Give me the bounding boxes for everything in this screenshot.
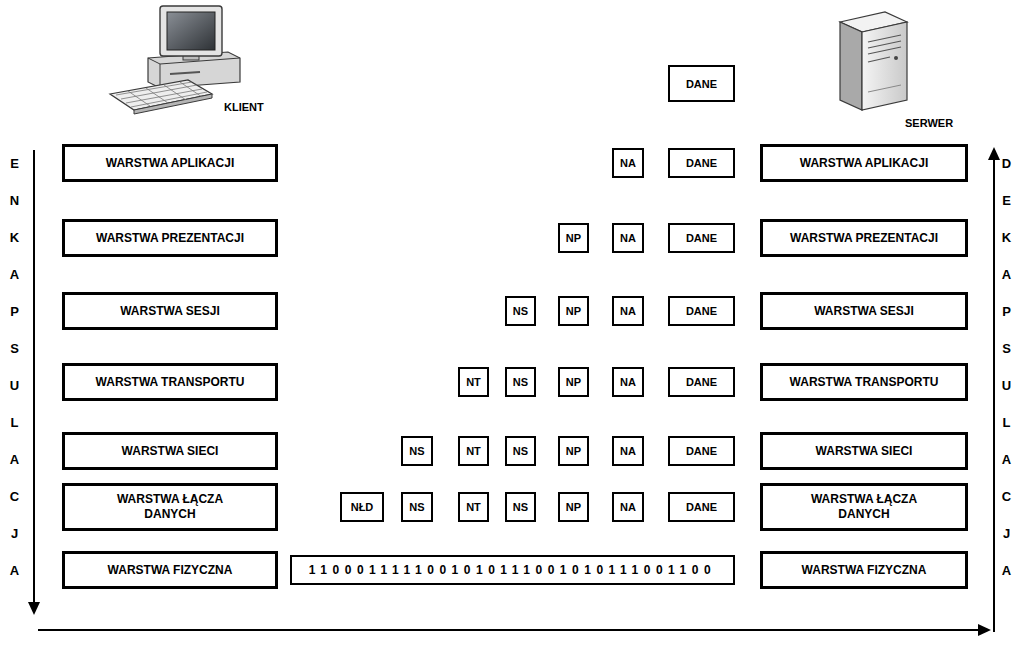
box-text: NA	[620, 445, 636, 457]
data-box: DANE	[668, 367, 735, 397]
box-text: NP	[566, 232, 581, 244]
box-text: WARSTWA ŁĄCZA DANYCH	[804, 492, 924, 522]
box-text: WARSTWA APLIKACJI	[106, 156, 234, 171]
header-box: NA	[612, 296, 644, 326]
box-text: WARSTWA SESJI	[814, 304, 914, 319]
osi-layer-box: WARSTWA PREZENTACJI	[760, 219, 968, 257]
box-text: DANE	[686, 501, 717, 513]
box-text: NT	[466, 376, 481, 388]
header-box: NT	[458, 367, 489, 397]
arrow-head	[978, 624, 991, 636]
osi-layer-box: WARSTWA TRANSPORTU	[62, 363, 278, 401]
computer-icon	[110, 6, 240, 114]
data-box: DANE	[668, 296, 735, 326]
box-text: NP	[566, 305, 581, 317]
box-text: WARSTWA SIECI	[816, 444, 913, 459]
box-text: NŁD	[351, 501, 374, 513]
box-text: DANE	[686, 376, 717, 388]
bitstream-box: 1100011111001010111001010111001100	[290, 555, 735, 585]
box-text: NP	[566, 445, 581, 457]
host-label: KLIENT	[224, 101, 264, 113]
box-text: DANE	[686, 232, 717, 244]
osi-layer-box: WARSTWA ŁĄCZA DANYCH	[760, 483, 968, 531]
header-box: NS	[401, 492, 433, 522]
box-text: NS	[513, 445, 528, 457]
box-text: NA	[620, 232, 636, 244]
box-text: NP	[566, 376, 581, 388]
box-text: NT	[466, 501, 481, 513]
box-text: WARSTWA PREZENTACJI	[790, 231, 938, 246]
header-box: NS	[505, 296, 536, 326]
box-text: WARSTWA TRANSPORTU	[790, 375, 939, 390]
osi-layer-box: WARSTWA TRANSPORTU	[760, 363, 968, 401]
header-box: NA	[612, 223, 644, 253]
box-text: WARSTWA FIZYCZNA	[802, 563, 927, 578]
data-box: DANE	[668, 492, 735, 522]
box-text: WARSTWA ŁĄCZA DANYCH	[110, 492, 230, 522]
osi-layer-box: WARSTWA APLIKACJI	[760, 144, 968, 182]
box-text: WARSTWA PREZENTACJI	[96, 231, 244, 246]
header-box: NT	[458, 436, 489, 466]
data-box: DANE	[668, 148, 735, 178]
box-text: NS	[513, 376, 528, 388]
box-text: DANE	[686, 305, 717, 317]
box-text: NS	[409, 445, 424, 457]
box-text: WARSTWA APLIKACJI	[800, 156, 928, 171]
box-text: DANE	[686, 78, 717, 90]
box-text: NA	[620, 305, 636, 317]
arrow-head	[28, 602, 40, 615]
header-box: NS	[505, 367, 536, 397]
header-box: NP	[558, 367, 589, 397]
data-box: DANE	[668, 65, 735, 102]
box-text: NA	[620, 157, 636, 169]
box-text: WARSTWA SESJI	[120, 304, 220, 319]
process-label: DEKAPSULACJA	[1000, 145, 1013, 589]
osi-layer-box: WARSTWA SIECI	[62, 432, 278, 470]
header-box: NA	[612, 367, 644, 397]
osi-layer-box: WARSTWA SESJI	[62, 292, 278, 330]
box-text: DANE	[686, 157, 717, 169]
header-box: NA	[612, 436, 644, 466]
header-box: NA	[612, 492, 644, 522]
box-text: WARSTWA FIZYCZNA	[108, 563, 233, 578]
osi-layer-box: WARSTWA APLIKACJI	[62, 144, 278, 182]
header-box: NŁD	[340, 492, 384, 522]
box-text: NS	[409, 501, 424, 513]
arrow-head	[988, 147, 1000, 160]
box-text: WARSTWA SIECI	[122, 444, 219, 459]
osi-layer-box: WARSTWA FIZYCZNA	[760, 551, 968, 589]
box-text: NS	[513, 305, 528, 317]
header-box: NP	[558, 223, 589, 253]
box-text: WARSTWA TRANSPORTU	[96, 375, 245, 390]
header-box: NT	[458, 492, 489, 522]
direction-arrow	[34, 150, 994, 632]
host-label: SERWER	[905, 117, 953, 129]
header-box: NP	[558, 436, 589, 466]
header-box: NP	[558, 296, 589, 326]
box-text: NT	[466, 445, 481, 457]
header-box: NS	[401, 436, 433, 466]
box-text: DANE	[686, 445, 717, 457]
server-icon	[840, 12, 907, 110]
osi-layer-box: WARSTWA SIECI	[760, 432, 968, 470]
osi-layer-box: WARSTWA SESJI	[760, 292, 968, 330]
header-box: NP	[558, 492, 589, 522]
osi-layer-box: WARSTWA FIZYCZNA	[62, 551, 278, 589]
header-box: NA	[612, 148, 644, 178]
header-box: NS	[505, 492, 536, 522]
header-box: NS	[505, 436, 536, 466]
osi-layer-box: WARSTWA ŁĄCZA DANYCH	[62, 483, 278, 531]
data-box: DANE	[668, 223, 735, 253]
box-text: NS	[513, 501, 528, 513]
box-text: 1100011111001010111001010111001100	[309, 563, 716, 577]
box-text: NA	[620, 501, 636, 513]
osi-layer-box: WARSTWA PREZENTACJI	[62, 219, 278, 257]
data-box: DANE	[668, 436, 735, 466]
box-text: NA	[620, 376, 636, 388]
process-label: ENKAPSULACJA	[8, 145, 21, 589]
box-text: NP	[566, 501, 581, 513]
